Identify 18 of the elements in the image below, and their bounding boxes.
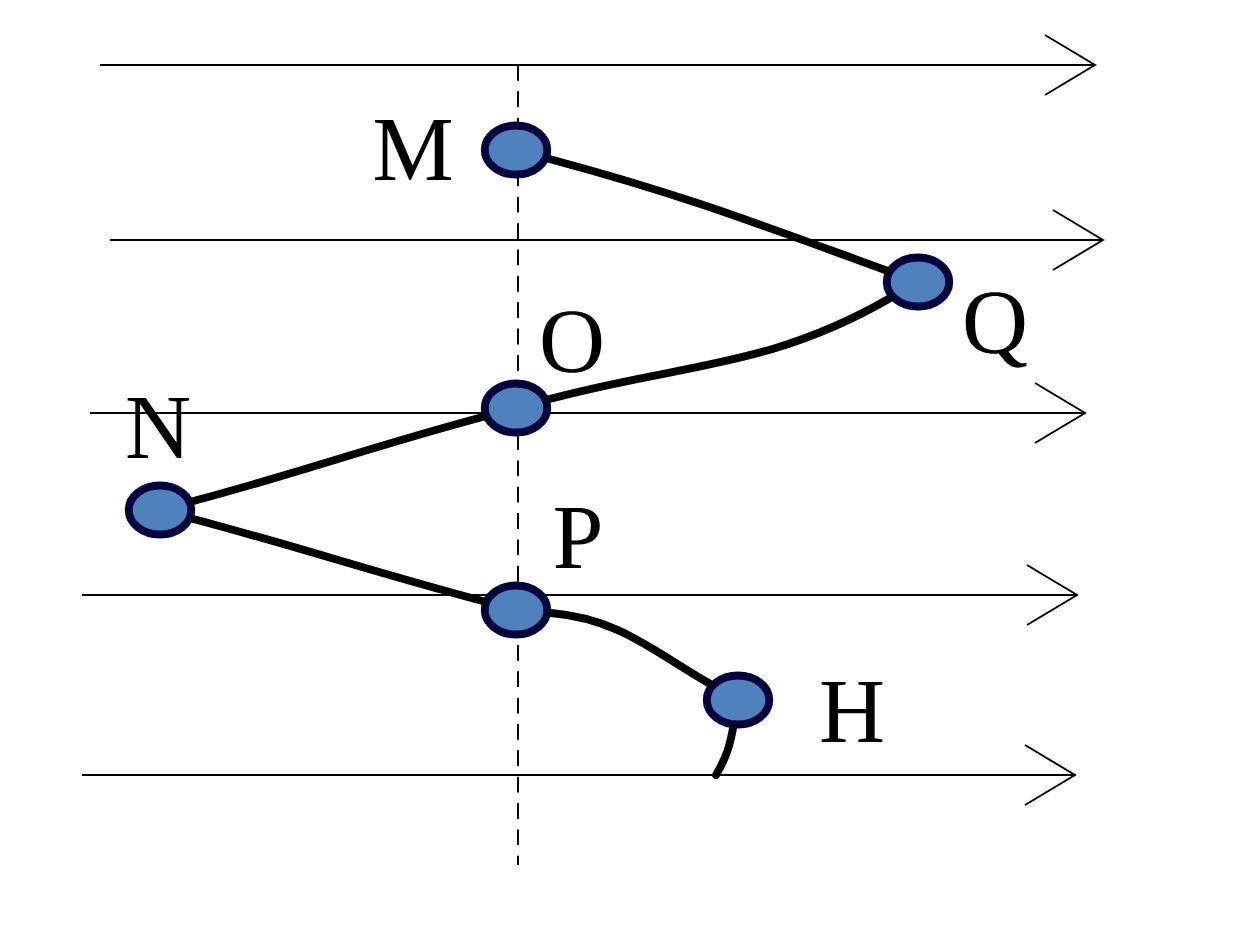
wire-curve <box>545 155 890 275</box>
point-label: H <box>821 682 883 742</box>
point-marker <box>702 671 774 729</box>
point-label: N <box>127 398 189 458</box>
point-marker <box>480 581 552 639</box>
point-marker <box>124 481 196 539</box>
point-marker <box>480 121 552 179</box>
point-label: O <box>542 311 602 373</box>
point-label: P <box>555 508 600 568</box>
point-label: M <box>375 120 451 180</box>
wire-curve <box>545 294 894 403</box>
wire-curve <box>189 515 487 605</box>
wire-curve <box>189 413 487 505</box>
point-marker <box>480 379 552 437</box>
wire-curve <box>547 609 714 688</box>
point-marker <box>882 253 954 311</box>
point-label: Q <box>965 292 1027 368</box>
wire-curve <box>712 724 737 779</box>
